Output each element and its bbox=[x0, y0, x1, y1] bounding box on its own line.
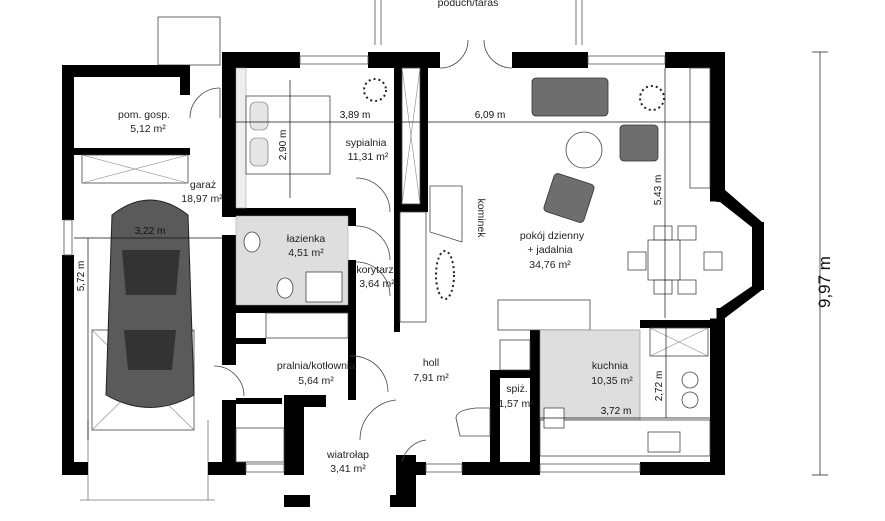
room-name-pralnia: pralnia/kotłownia bbox=[277, 360, 355, 372]
dimension-lines bbox=[74, 51, 828, 476]
coffee-table-icon bbox=[565, 131, 603, 169]
terrace-label: poduch/taras bbox=[438, 0, 499, 9]
room-area-wiatrolap: 3,41 m² bbox=[330, 463, 366, 475]
dim-kuchnia-width: 3,72 m bbox=[601, 406, 632, 417]
sofa-icon bbox=[531, 77, 659, 223]
room-name-holl: holl bbox=[423, 357, 439, 369]
room-area-korytarz: 3,64 m² bbox=[359, 278, 395, 290]
room-name-sypialnia: sypialnia bbox=[346, 137, 387, 149]
room-area-spiz: 1,57 m² bbox=[498, 398, 534, 410]
bed-icon bbox=[245, 95, 331, 175]
plant-icon bbox=[363, 78, 665, 300]
room-name-spiz: spiż. bbox=[506, 383, 528, 395]
room-name-kuchnia: kuchnia bbox=[592, 360, 628, 372]
room-name-korytarz: korytarz bbox=[356, 264, 393, 276]
room-area-pokoj: 34,76 m² bbox=[529, 259, 571, 271]
dim-garaz-height: 5,72 m bbox=[76, 261, 87, 292]
room-name-pokoj-line2: + jadalnia bbox=[527, 244, 572, 256]
room-area-holl: 7,91 m² bbox=[413, 372, 449, 384]
room-area-kuchnia: 10,35 m² bbox=[591, 375, 633, 387]
windows bbox=[63, 55, 717, 473]
dim-total-height: 9,97 m bbox=[815, 256, 834, 308]
room-name-lazienka: łazienka bbox=[287, 233, 326, 245]
car-icon bbox=[105, 199, 195, 408]
dim-pokoj-width: 6,09 m bbox=[475, 110, 506, 121]
dim-sypialnia-width: 3,89 m bbox=[340, 110, 371, 121]
room-area-pom-gosp: 5,12 m² bbox=[130, 123, 166, 135]
doors bbox=[189, 39, 513, 463]
terrace-outline bbox=[374, 0, 583, 45]
stairs-icon bbox=[455, 339, 531, 437]
fireplace-icon bbox=[429, 185, 463, 243]
room-name-garaz: garaż bbox=[190, 179, 216, 191]
dim-garaz-width: 3,22 m bbox=[135, 226, 166, 237]
bathroom-fixtures-icon bbox=[243, 231, 343, 303]
kominek-label: kominek bbox=[475, 198, 487, 238]
room-name-pokoj-line1: pokój dzienny bbox=[520, 230, 585, 242]
room-area-garaz: 18,97 m² bbox=[181, 193, 223, 205]
room-name-pom-gosp: pom. gosp. bbox=[118, 109, 170, 121]
dim-sypialnia-bed: 2,90 m bbox=[278, 130, 289, 161]
dim-pokoj-height: 5,43 m bbox=[653, 175, 664, 206]
walls bbox=[62, 52, 764, 507]
room-area-pralnia: 5,64 m² bbox=[298, 375, 334, 387]
room-name-wiatrolap: wiatrołap bbox=[326, 449, 369, 461]
room-area-lazienka: 4,51 m² bbox=[288, 247, 324, 259]
room-area-sypialnia: 11,31 m² bbox=[348, 151, 389, 163]
dim-kuchnia-height: 2,72 m bbox=[654, 371, 665, 402]
dining-table-icon bbox=[627, 225, 723, 295]
